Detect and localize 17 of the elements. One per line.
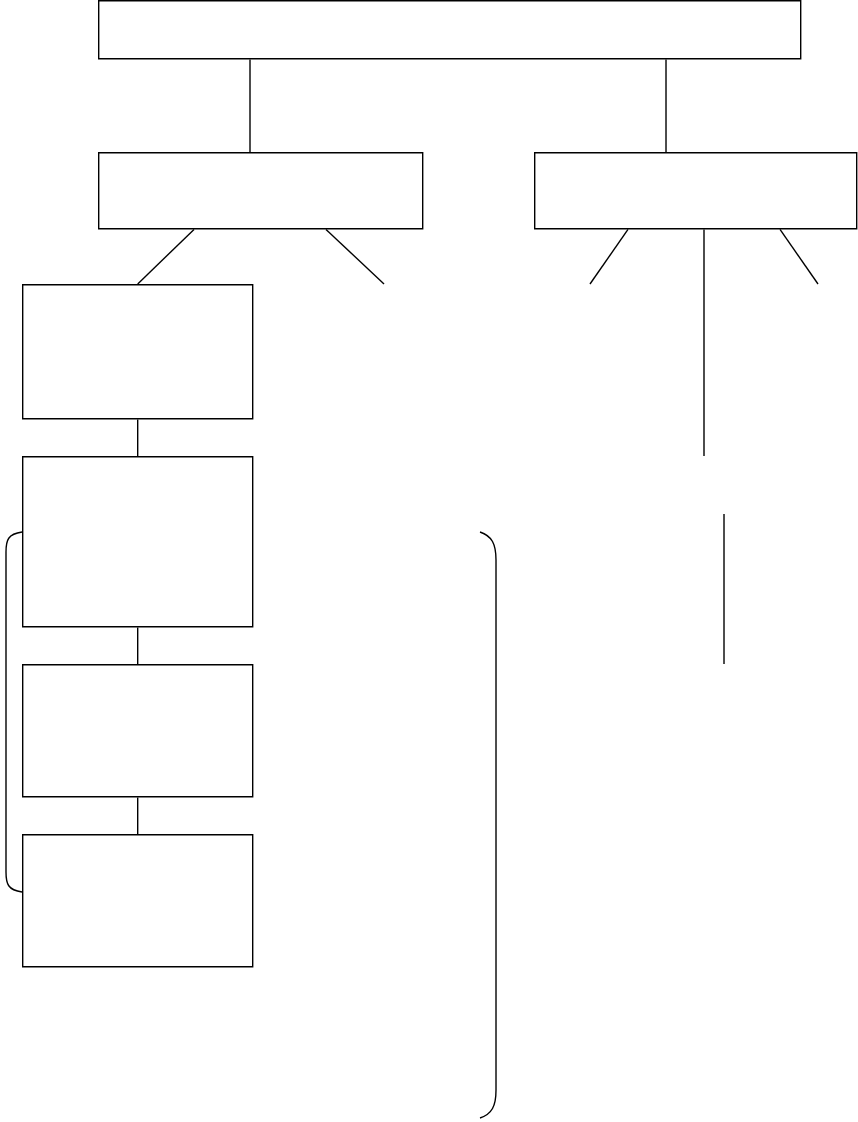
empty-box <box>22 664 254 798</box>
empty-box <box>98 0 802 60</box>
connector-line <box>249 58 251 153</box>
empty-box <box>22 834 254 968</box>
connector-line <box>325 228 385 285</box>
empty-box <box>22 284 254 420</box>
empty-box <box>98 152 424 230</box>
connector-line <box>137 626 139 665</box>
connector-line <box>137 796 139 835</box>
connector-line <box>779 228 819 285</box>
connector-line <box>703 228 705 457</box>
connector-line <box>137 228 195 285</box>
empty-box <box>534 152 858 230</box>
connector-line <box>665 58 667 153</box>
empty-box <box>22 456 254 628</box>
connector-line <box>137 418 139 457</box>
connector-line <box>589 228 629 285</box>
